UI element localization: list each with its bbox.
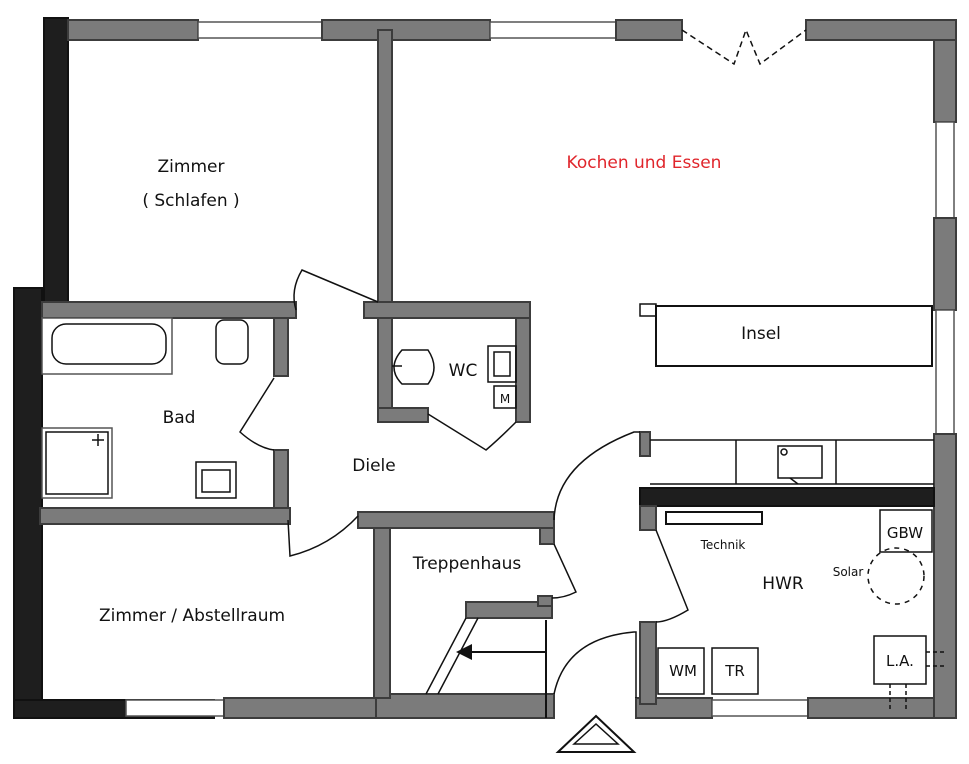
wc-fixtures bbox=[392, 345, 517, 409]
room-label-diele: Diele bbox=[352, 456, 395, 476]
room-label-schlafen: ( Schlafen ) bbox=[142, 191, 239, 211]
room-label-hwr: HWR bbox=[762, 574, 804, 594]
hwr-fixtures bbox=[657, 509, 944, 712]
fixture-label-wm: WM bbox=[669, 662, 697, 680]
room-label-zimmer: Zimmer bbox=[158, 157, 225, 177]
fixture-label-solar: Solar bbox=[833, 565, 864, 579]
fixture-label-la: L.A. bbox=[886, 652, 914, 670]
room-label-zimmer-abstellraum: Zimmer / Abstellraum bbox=[99, 606, 285, 626]
bathroom-fixtures bbox=[41, 317, 249, 499]
room-label-kochen: Kochen und Essen bbox=[567, 153, 722, 173]
kitchen-fixtures bbox=[639, 303, 934, 485]
stairs bbox=[425, 617, 547, 718]
doors bbox=[239, 27, 807, 698]
fixture-label-tr: TR bbox=[724, 662, 745, 680]
fixture-label-technik: Technik bbox=[700, 538, 746, 552]
outer-walls bbox=[13, 17, 957, 719]
room-label-wc: WC bbox=[449, 361, 478, 381]
entrance-marker bbox=[555, 714, 637, 753]
interior-walls bbox=[39, 29, 935, 705]
fixture-label-m: M bbox=[500, 392, 510, 406]
room-label-bad: Bad bbox=[163, 408, 196, 428]
room-label-treppenhaus: Treppenhaus bbox=[412, 554, 522, 574]
room-label-insel: Insel bbox=[741, 324, 781, 344]
fixture-label-gbw: GBW bbox=[887, 524, 923, 542]
